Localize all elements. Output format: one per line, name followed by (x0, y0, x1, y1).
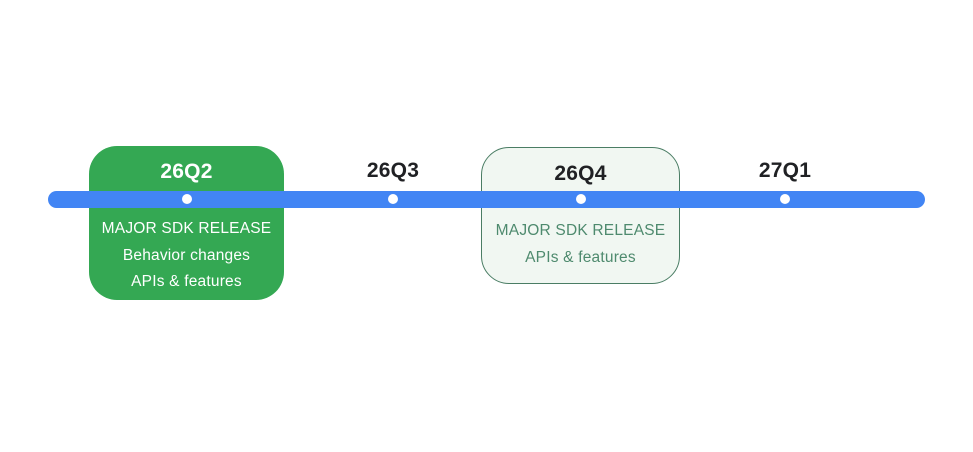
quarter-label-26q3: 26Q3 (366, 159, 420, 182)
milestone-dot-27q1 (780, 194, 790, 204)
release-card-26q4: 26Q4 MAJOR SDK RELEASE APIs & features (481, 147, 680, 284)
release-type-label: MAJOR SDK RELEASE (101, 220, 272, 237)
release-detail-label: APIs & features (131, 273, 242, 290)
quarter-label-27q1: 27Q1 (758, 159, 812, 182)
milestone-dot-26q4 (576, 194, 586, 204)
release-detail-label: APIs & features (525, 249, 636, 266)
timeline-bar (48, 191, 925, 208)
milestone-dot-26q3 (388, 194, 398, 204)
quarter-title-26q2: 26Q2 (160, 160, 213, 183)
release-card-26q2: 26Q2 MAJOR SDK RELEASE Behavior changes … (89, 146, 284, 300)
release-detail-label: Behavior changes (122, 247, 251, 264)
release-type-label: MAJOR SDK RELEASE (495, 222, 666, 239)
quarter-title-26q4: 26Q4 (554, 162, 607, 185)
milestone-dot-26q2 (182, 194, 192, 204)
